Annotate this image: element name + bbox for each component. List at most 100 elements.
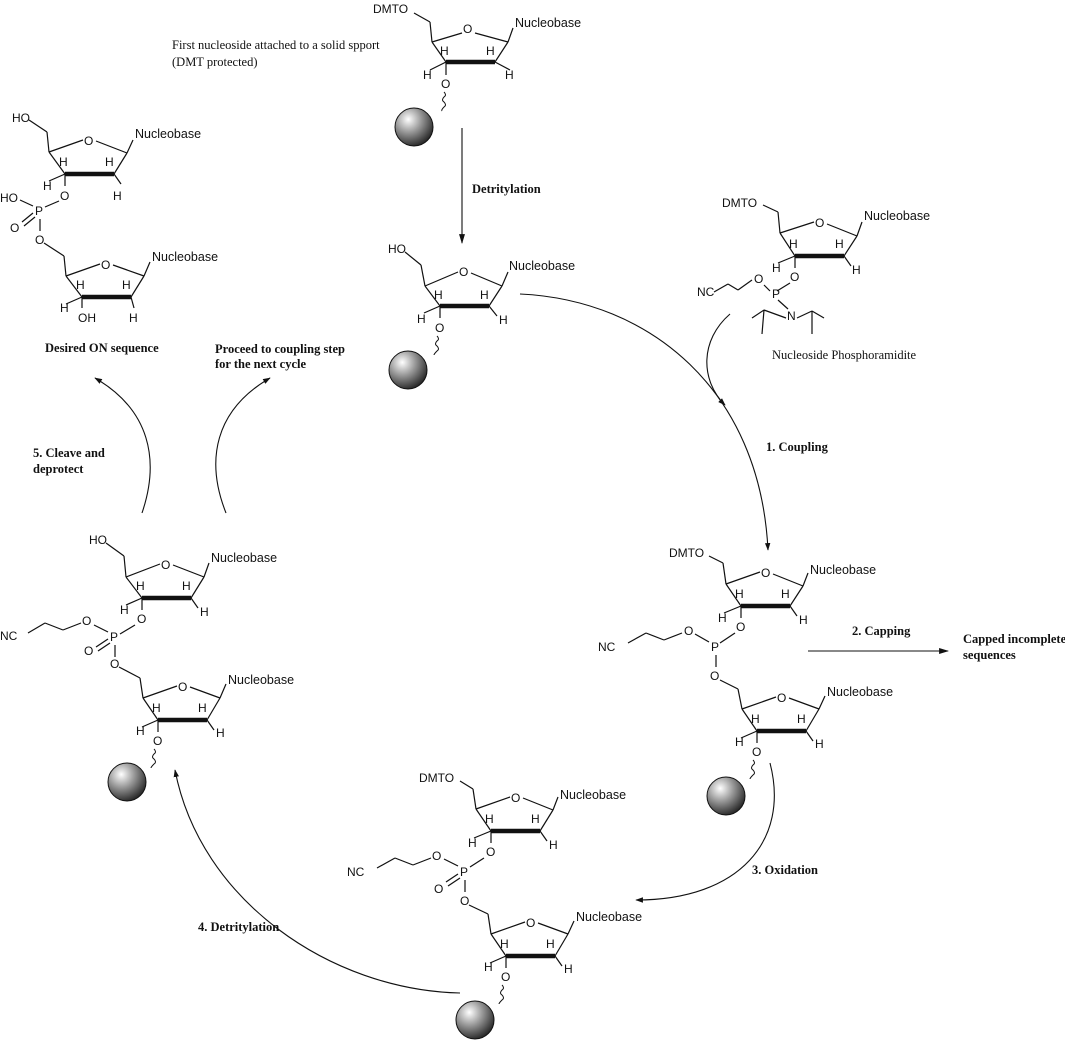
o-label: O <box>153 734 162 748</box>
h-label: H <box>480 288 489 302</box>
h-label: H <box>120 603 129 617</box>
step-detritylation-4: 4. Detritylation <box>198 920 279 934</box>
p-label: P <box>35 204 43 218</box>
dmto-label: DMTO <box>373 2 408 16</box>
h-label: H <box>500 937 509 951</box>
step-oxidation: 3. Oxidation <box>752 863 818 877</box>
nucleobase-label: Nucleobase <box>576 910 642 924</box>
h-label: H <box>113 189 122 203</box>
h-label: H <box>129 311 138 325</box>
o-label: O <box>752 745 761 759</box>
detritylation-4-arrow <box>173 769 461 994</box>
h-label: H <box>60 301 69 315</box>
o-label: O <box>790 270 799 284</box>
capped-sequences-label-line2: sequences <box>963 648 1016 662</box>
step-capping: 2. Capping <box>852 624 911 638</box>
h-label: H <box>122 278 131 292</box>
solid-support-bead <box>388 350 428 390</box>
o-label: O <box>460 894 469 908</box>
o-label: O <box>435 321 444 335</box>
phosphite-dinucleotide: DMTO O Nucleobase H H H H O P O <box>598 546 893 816</box>
h-label: H <box>505 68 514 82</box>
nucleobase-label: Nucleobase <box>827 685 893 699</box>
ring-oxygen: O <box>815 216 824 230</box>
o-label: O <box>137 612 146 626</box>
nucleobase-label: Nucleobase <box>228 673 294 687</box>
o-label: O <box>434 882 443 896</box>
deprotected-dinucleotide: HO O Nucleobase H H H H O P O <box>0 533 294 802</box>
proceed-note-line2: for the next cycle <box>215 357 307 371</box>
h-label: H <box>105 155 114 169</box>
ring-oxygen: O <box>161 558 170 572</box>
p-label: P <box>711 640 719 654</box>
nucleobase-label: Nucleobase <box>135 127 201 141</box>
h-label: H <box>423 68 432 82</box>
o-label: O <box>736 620 745 634</box>
ring-oxygen: O <box>526 916 535 930</box>
o-label: O <box>82 614 91 628</box>
p-label: P <box>460 865 468 879</box>
dmto-label: DMTO <box>722 196 757 210</box>
dmto-label: DMTO <box>419 771 454 785</box>
ring-oxygen: O <box>463 22 472 36</box>
nc-label: NC <box>598 640 616 654</box>
h-label: H <box>440 44 449 58</box>
h-label: H <box>76 278 85 292</box>
ring-oxygen: O <box>178 680 187 694</box>
nucleobase-label: Nucleobase <box>152 250 218 264</box>
h-label: H <box>484 960 493 974</box>
ho-label: HO <box>89 533 107 547</box>
phosphoramidite-note: Nucleoside Phosphoramidite <box>772 348 917 362</box>
h-label: H <box>486 44 495 58</box>
nucleobase-label: Nucleobase <box>560 788 626 802</box>
h-label: H <box>735 735 744 749</box>
desired-on-sequence-structure: HO O Nucleobase H H H H O P HO O <box>0 111 218 325</box>
ring-oxygen: O <box>101 258 110 272</box>
p-label: P <box>772 287 780 301</box>
nucleobase-label: Nucleobase <box>515 16 581 30</box>
h-label: H <box>43 179 52 193</box>
solid-support-bead <box>706 776 746 816</box>
h-label: H <box>59 155 68 169</box>
p-label: P <box>110 630 118 644</box>
step-cleave-line2: deprotect <box>33 462 84 476</box>
nc-label: NC <box>0 629 18 643</box>
desired-sequence-label: Desired ON sequence <box>45 341 159 355</box>
h-label: H <box>781 587 790 601</box>
coupling-arrow <box>519 293 771 551</box>
first-nucleoside: DMTO O Nucleobase H H H H O <box>373 2 581 147</box>
proceed-note: Proceed to coupling step <box>215 342 345 356</box>
h-label: H <box>499 313 508 327</box>
h-label: H <box>789 237 798 251</box>
ho-label: HO <box>0 191 18 205</box>
ring-oxygen: O <box>777 691 786 705</box>
oh-label: OH <box>78 311 96 325</box>
h-label: H <box>417 312 426 326</box>
ho-label: HO <box>388 242 406 256</box>
deprotected-nucleoside: HO O Nucleobase H H H H O <box>388 242 575 390</box>
ring-oxygen: O <box>761 566 770 580</box>
cleave-arrow <box>94 377 151 514</box>
ring-oxygen: O <box>511 791 520 805</box>
h-label: H <box>200 605 209 619</box>
h-label: H <box>198 701 207 715</box>
h-label: H <box>216 726 225 740</box>
o-label: O <box>10 221 19 235</box>
capped-sequences-label: Capped incomplete <box>963 632 1065 646</box>
nc-label: NC <box>697 285 715 299</box>
o-label: O <box>710 669 719 683</box>
o-label: O <box>754 272 763 286</box>
h-label: H <box>564 962 573 976</box>
h-label: H <box>531 812 540 826</box>
h-label: H <box>835 237 844 251</box>
first-nucleoside-note-line2: (DMT protected) <box>172 55 258 69</box>
h-label: H <box>182 579 191 593</box>
o-label: O <box>441 77 450 91</box>
h-label: H <box>751 712 760 726</box>
step-detritylation: Detritylation <box>472 182 541 196</box>
h-label: H <box>852 263 861 277</box>
oxidation-arrow <box>635 762 775 903</box>
solid-support-bead <box>455 1000 495 1040</box>
